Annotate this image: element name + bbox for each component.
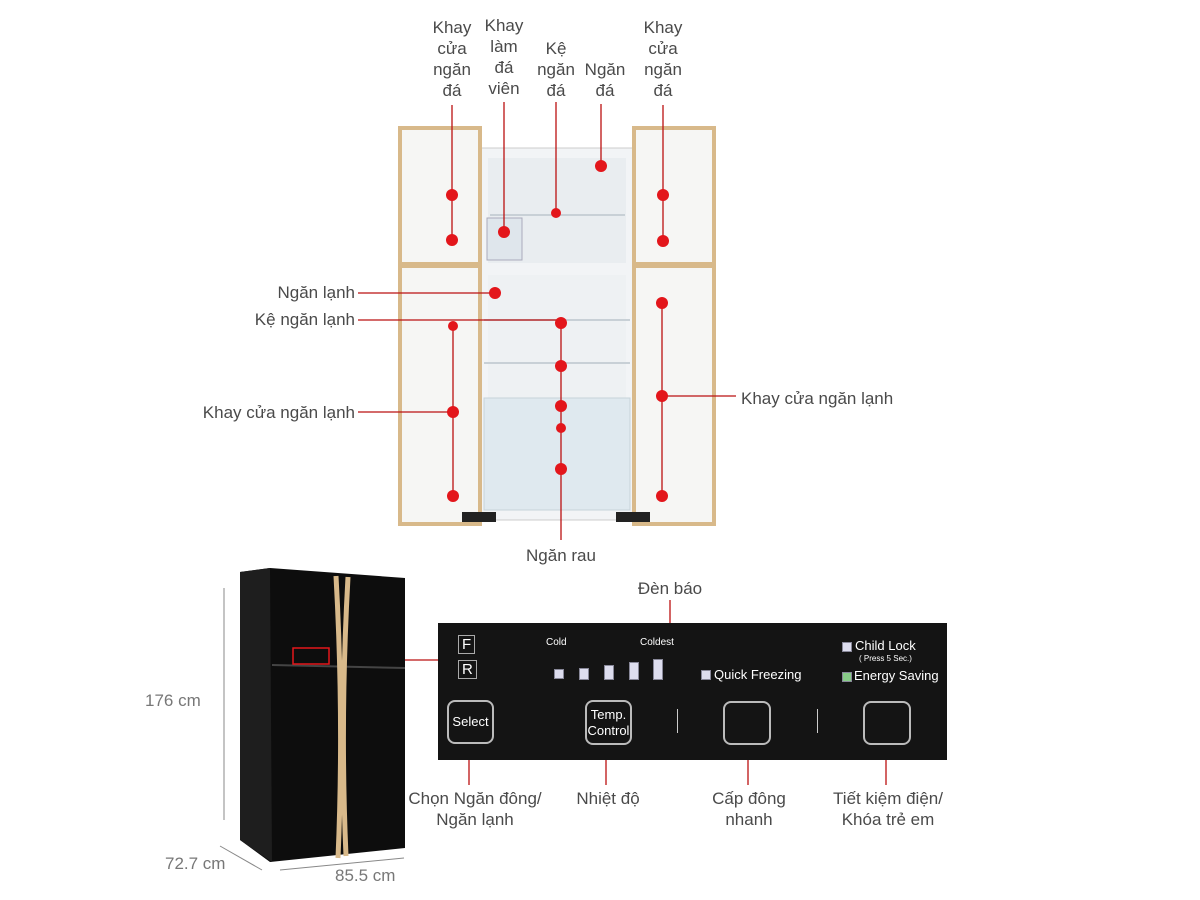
child-lock-led bbox=[842, 642, 852, 652]
temp-level-1-icon bbox=[554, 669, 564, 679]
label-indicator: Đèn báo bbox=[637, 579, 703, 598]
temp-level-2-icon bbox=[579, 668, 589, 680]
select-button[interactable]: Select bbox=[447, 700, 494, 744]
temp-control-button[interactable]: Temp. Control bbox=[585, 700, 632, 745]
divider bbox=[817, 709, 818, 733]
open-fridge-image bbox=[398, 126, 716, 526]
label-vegetable-drawer: Ngăn rau bbox=[526, 546, 596, 565]
label-ice-maker: Khay làm đá viên bbox=[484, 16, 524, 98]
label-quick-freeze: Cấp đông nhanh bbox=[712, 789, 786, 829]
quick-freeze-button[interactable] bbox=[723, 701, 771, 745]
energy-saving-led bbox=[842, 672, 852, 682]
dimension-lines bbox=[219, 588, 405, 871]
closed-fridge-image bbox=[240, 568, 406, 862]
label-freezer-shelf: Kệ ngăn đá bbox=[537, 39, 575, 100]
label-fridge: Ngăn lạnh bbox=[277, 283, 355, 302]
divider bbox=[677, 709, 678, 733]
label-energy-saving: Tiết kiệm điện/ Khóa trẻ em bbox=[833, 789, 943, 829]
label-select: Chọn Ngăn đông/ Ngăn lạnh bbox=[408, 789, 542, 829]
energy-saving-label: Energy Saving bbox=[854, 668, 939, 683]
press-label: ( Press 5 Sec.) bbox=[859, 654, 912, 663]
dimension-width: 85.5 cm bbox=[335, 866, 396, 885]
coldest-label: Coldest bbox=[640, 637, 674, 648]
temp-level-5-icon bbox=[653, 659, 663, 680]
dimension-height: 176 cm bbox=[145, 691, 201, 710]
control-panel: F R Cold Coldest Quick Freezing Child Lo… bbox=[438, 623, 947, 760]
cold-label: Cold bbox=[546, 637, 567, 648]
temp-level-4-icon bbox=[629, 662, 639, 680]
fridge-indicator: R bbox=[458, 660, 477, 679]
quick-freezing-label: Quick Freezing bbox=[714, 667, 802, 682]
energy-saving-button[interactable] bbox=[863, 701, 911, 745]
label-fridge-door-tray-right: Khay cửa ngăn lạnh bbox=[741, 389, 894, 408]
label-freezer-door-tray-left: Khay cửa ngăn đá bbox=[432, 18, 472, 100]
label-fridge-shelf: Kệ ngăn lạnh bbox=[254, 310, 355, 329]
quick-freezing-led bbox=[701, 670, 711, 680]
label-freezer: Ngăn đá bbox=[584, 60, 626, 100]
label-freezer-door-tray-right: Khay cửa ngăn đá bbox=[643, 18, 683, 100]
label-fridge-door-tray-left: Khay cửa ngăn lạnh bbox=[202, 403, 355, 422]
label-temp: Nhiệt độ bbox=[576, 789, 640, 808]
temp-level-3-icon bbox=[604, 665, 614, 680]
dimension-depth: 72.7 cm bbox=[165, 854, 226, 873]
child-lock-label: Child Lock bbox=[855, 638, 916, 653]
freezer-indicator: F bbox=[458, 635, 476, 654]
marker-dots bbox=[446, 160, 669, 502]
